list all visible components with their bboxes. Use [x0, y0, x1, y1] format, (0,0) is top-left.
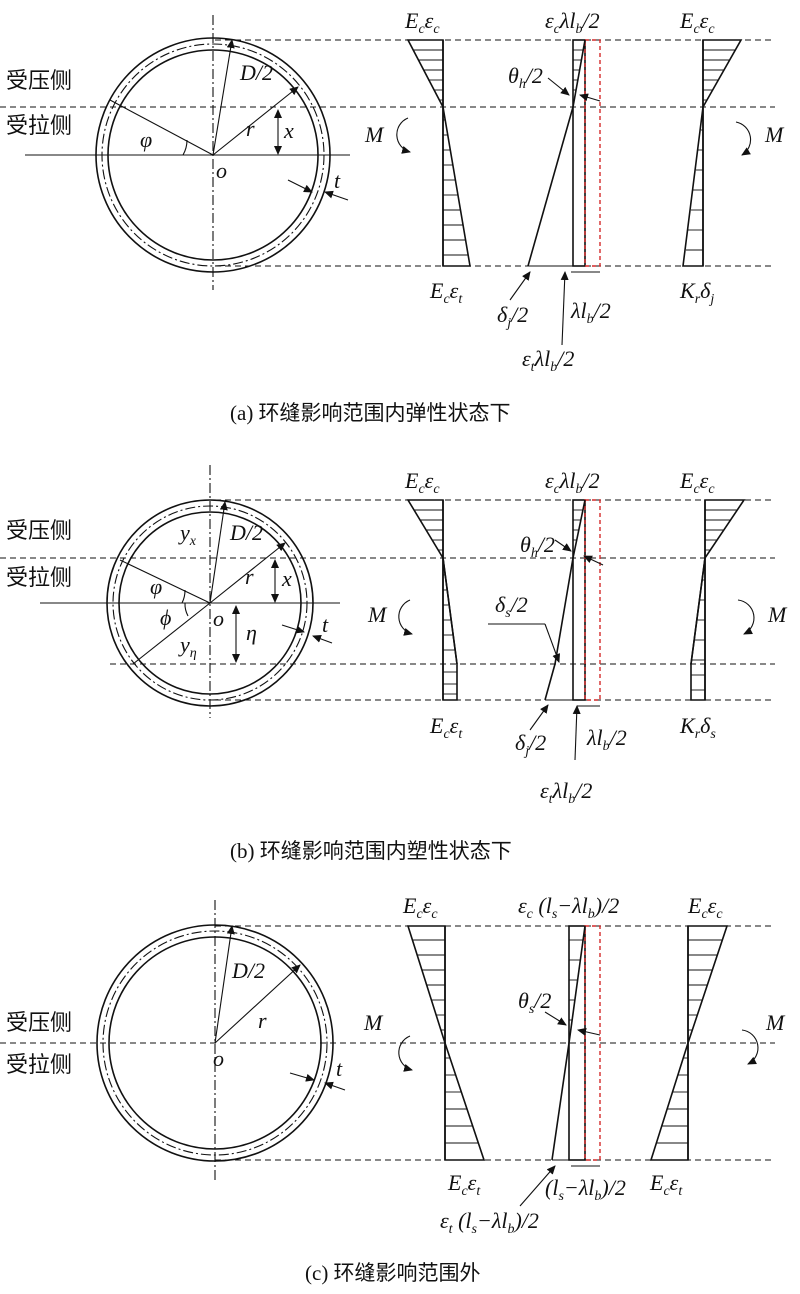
pipe-section-a	[25, 15, 350, 290]
label-mid-bottom-b: εtλlb/2	[540, 778, 592, 807]
label-mid-top-a: εcλlb/2	[545, 8, 600, 37]
caption-c: (c) 环缝影响范围外	[305, 1261, 481, 1285]
label-theta-b: θh/2	[520, 532, 555, 561]
pipe-section-c	[96, 900, 346, 1180]
mid-deformation-diagram-c	[519, 925, 601, 1207]
left-stress-diagram-b	[406, 499, 458, 701]
label-delta-j-a: δj/2	[497, 302, 528, 331]
label-right-top-a: Ecεc	[679, 8, 715, 37]
label-compression-side-a: 受压侧	[6, 68, 72, 93]
label-tension-side-c: 受拉侧	[6, 1052, 72, 1077]
right-stress-diagram-a	[682, 39, 743, 267]
label-mid-bottom-a: εtλlb/2	[522, 346, 574, 375]
label-right-top-b: Ecεc	[679, 468, 715, 497]
label-x-a: x	[283, 118, 294, 143]
label-compression-side-c: 受压侧	[6, 1010, 72, 1035]
panel-a: 受压侧 受拉侧 φ o D/2 r x t Ecεc Ecεt M	[0, 8, 785, 425]
label-r-b: r	[245, 564, 254, 589]
label-phi-b: φ	[150, 574, 162, 599]
left-stress-diagram-c	[406, 925, 486, 1161]
label-left-bottom-b: Ecεt	[429, 713, 463, 742]
label-left-bottom-a: Ecεt	[429, 278, 463, 307]
label-d2-b: D/2	[229, 520, 263, 545]
label-x-b: x	[281, 566, 292, 591]
label-delta-j-b: δj/2	[515, 730, 546, 759]
label-left-top-c: Ecεc	[402, 893, 438, 922]
label-right-bottom-a: Krδj	[679, 278, 714, 307]
label-right-bottom-c: Ecεt	[649, 1170, 683, 1199]
label-delta-s-b: δs/2	[495, 592, 528, 621]
label-eta-b: η	[246, 620, 257, 645]
caption-a: (a) 环缝影响范围内弹性状态下	[230, 401, 511, 425]
label-tension-side-b: 受拉侧	[6, 565, 72, 590]
label-right-top-c: Ecεc	[687, 893, 723, 922]
label-tension-side-a: 受拉侧	[6, 113, 72, 138]
left-stress-diagram-a	[406, 39, 471, 267]
label-yx-b: yx	[178, 520, 197, 549]
pipe-section-b	[40, 465, 340, 718]
label-mid-top-c: εc (ls−λlb)/2	[518, 893, 619, 922]
label-mid-bottom-c: εt (ls−λlb)/2	[440, 1208, 539, 1237]
label-lambda-lb-a: λlb/2	[570, 298, 611, 327]
label-moment-left-a: M	[364, 122, 385, 147]
label-t-b: t	[322, 612, 329, 637]
label-left-top-a: Ecεc	[404, 8, 440, 37]
panel-b: 受压侧 受拉侧 φ ϕ o yx yη D/2 r x η t	[0, 465, 788, 863]
right-stress-diagram-c	[649, 925, 729, 1161]
caption-b: (b) 环缝影响范围内塑性状态下	[230, 839, 512, 863]
label-theta-a: θh/2	[508, 63, 543, 92]
label-origin-c: o	[213, 1046, 224, 1071]
panel-c: 受压侧 受拉侧 o D/2 r t Ecεc Ecεt M	[0, 893, 786, 1285]
label-mid-top-b: εcλlb/2	[545, 468, 600, 497]
label-t-c: t	[336, 1056, 343, 1081]
label-phi-a: φ	[140, 127, 152, 152]
label-r-c: r	[258, 1008, 267, 1033]
label-theta-c: θs/2	[518, 988, 551, 1017]
label-t-a: t	[334, 168, 341, 193]
mid-deformation-diagram-b	[488, 499, 604, 761]
label-left-bottom-c: Ecεt	[447, 1170, 481, 1199]
mid-deformation-diagram-a	[509, 39, 601, 346]
label-origin-b: o	[213, 606, 224, 631]
label-left-top-b: Ecεc	[404, 468, 440, 497]
label-lambda-lb-b: λlb/2	[586, 725, 627, 754]
label-moment-right-b: M	[767, 602, 788, 627]
label-right-bottom-b: Krδs	[679, 713, 716, 742]
label-moment-right-c: M	[765, 1010, 786, 1035]
label-moment-right-a: M	[764, 122, 785, 147]
label-d2-c: D/2	[231, 958, 265, 983]
label-r-a: r	[246, 116, 255, 141]
right-stress-diagram-b	[690, 499, 746, 701]
label-compression-side-b: 受压侧	[6, 518, 72, 543]
label-mid-bottom-right-c: (ls−λlb)/2	[545, 1175, 626, 1204]
label-origin-a: o	[216, 158, 227, 183]
label-phi2-b: ϕ	[160, 605, 171, 630]
label-moment-left-b: M	[367, 602, 388, 627]
label-moment-left-c: M	[363, 1010, 384, 1035]
label-yeta-b: yη	[178, 632, 197, 661]
label-d2-a: D/2	[239, 60, 273, 85]
